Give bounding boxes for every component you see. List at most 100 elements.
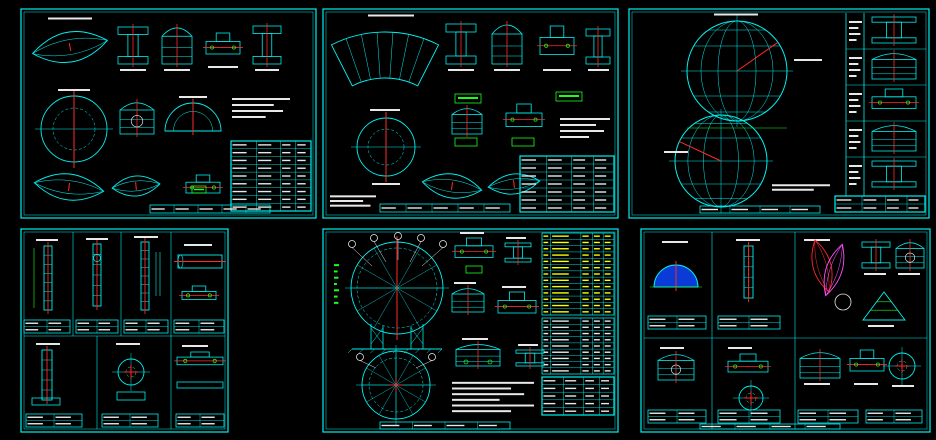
sphere-layout-top-view: [681, 15, 793, 127]
sheet-3-sphere-orange-peel-layout[interactable]: [628, 8, 930, 219]
shell-plate-plan-view: [35, 90, 113, 168]
detail-view: [491, 21, 523, 67]
rect: [116, 391, 146, 401]
rect: [31, 397, 61, 406]
parts-list-table: [541, 232, 615, 316]
detail-view: [119, 99, 155, 137]
ticks: [372, 183, 400, 185]
ticks: [448, 69, 474, 71]
circle: [93, 254, 101, 262]
detail-view: [452, 237, 496, 258]
ticks: [454, 282, 476, 284]
ticks: [892, 385, 914, 387]
sheet-border: [322, 228, 619, 433]
notes-text: [232, 98, 290, 118]
bottom-strip: [699, 205, 821, 214]
ticks: [460, 232, 484, 234]
circle: [487, 359, 493, 365]
cell-title-strip: [647, 315, 707, 330]
bottom-strip: [149, 204, 271, 214]
sheet-4-column-details[interactable]: [20, 228, 229, 433]
detail-view: [451, 105, 483, 137]
detail-view: [657, 351, 695, 383]
cell-title-strip: [865, 409, 923, 424]
shell-petal-development: [111, 175, 161, 197]
ticks: [164, 69, 190, 71]
ticks: [794, 59, 822, 61]
ticks: [48, 17, 92, 20]
circle: [834, 293, 852, 311]
tank-elevation-view: [345, 236, 449, 340]
ticks: [728, 347, 752, 349]
cell-title-strip: [123, 319, 169, 334]
title-block: [834, 195, 926, 213]
sheet-6-fitting-details[interactable]: [640, 228, 931, 433]
bottom-strip: [379, 203, 511, 213]
notes-text: [452, 381, 534, 413]
balloon: [394, 232, 402, 260]
sheet-border: [628, 8, 930, 219]
detail-view: [504, 240, 532, 265]
fitting-detail: [871, 14, 917, 46]
cell-title-strip: [75, 319, 119, 334]
ticks: [494, 69, 520, 71]
balloon: [415, 353, 436, 369]
ticks: [370, 109, 400, 111]
sheet-2-petal-fan-details[interactable]: [322, 8, 619, 219]
ticks: [368, 14, 414, 17]
detail-view: [179, 285, 219, 300]
ticks: [662, 241, 688, 243]
ticks: [255, 69, 279, 71]
blade-development: [823, 243, 845, 297]
fitting-detail: [871, 50, 917, 82]
cell-title-strip: [175, 413, 225, 428]
cell-title-strip: [101, 413, 159, 428]
ticks: [660, 347, 684, 349]
detail-view: [503, 103, 545, 127]
brace-tube-detail: [174, 254, 226, 269]
sheet-5-spherical-tank-general-arrangement[interactable]: [322, 228, 619, 433]
sphere-layout-bottom-view: [669, 109, 773, 213]
ticks: [502, 286, 526, 288]
ticks: [714, 13, 758, 16]
ticks: [588, 69, 609, 71]
ticks: [182, 345, 208, 347]
ticks: [849, 165, 862, 185]
cell-title-strip: [23, 319, 71, 334]
sheet-inner-border: [631, 11, 927, 216]
ticks: [849, 129, 862, 149]
title-block: [519, 155, 615, 213]
sheet-border: [20, 8, 317, 219]
fitting-detail: [871, 122, 917, 154]
head-detail: [653, 261, 699, 291]
detail-view: [585, 26, 611, 67]
bottom-strip: [699, 423, 841, 430]
ticks: [543, 69, 571, 71]
cell-title-strip: [173, 319, 225, 334]
ticks: [86, 238, 108, 240]
nozzle-detail: [743, 242, 754, 302]
base-plate-detail: [455, 341, 501, 369]
base-plate-detail: [174, 351, 226, 366]
ticks: [864, 273, 886, 275]
materials-table: [541, 317, 615, 375]
cell-title-strip: [647, 409, 707, 424]
support-column-section: [140, 238, 150, 314]
ticks: [134, 236, 158, 238]
bottom-strip: [379, 421, 511, 430]
ticks: [506, 237, 526, 239]
blade-development: [811, 239, 833, 293]
ticks: [58, 89, 90, 91]
ticks: [518, 344, 538, 346]
ticks: [194, 188, 204, 191]
ticks: [184, 244, 212, 246]
detail-view: [495, 291, 539, 314]
ticks: [804, 383, 830, 385]
detail-view: [183, 174, 223, 194]
ticks: [208, 66, 238, 68]
sheet-1-shell-plate-details[interactable]: [20, 8, 317, 219]
title-block: [230, 140, 312, 212]
bracket-detail: [41, 346, 53, 404]
